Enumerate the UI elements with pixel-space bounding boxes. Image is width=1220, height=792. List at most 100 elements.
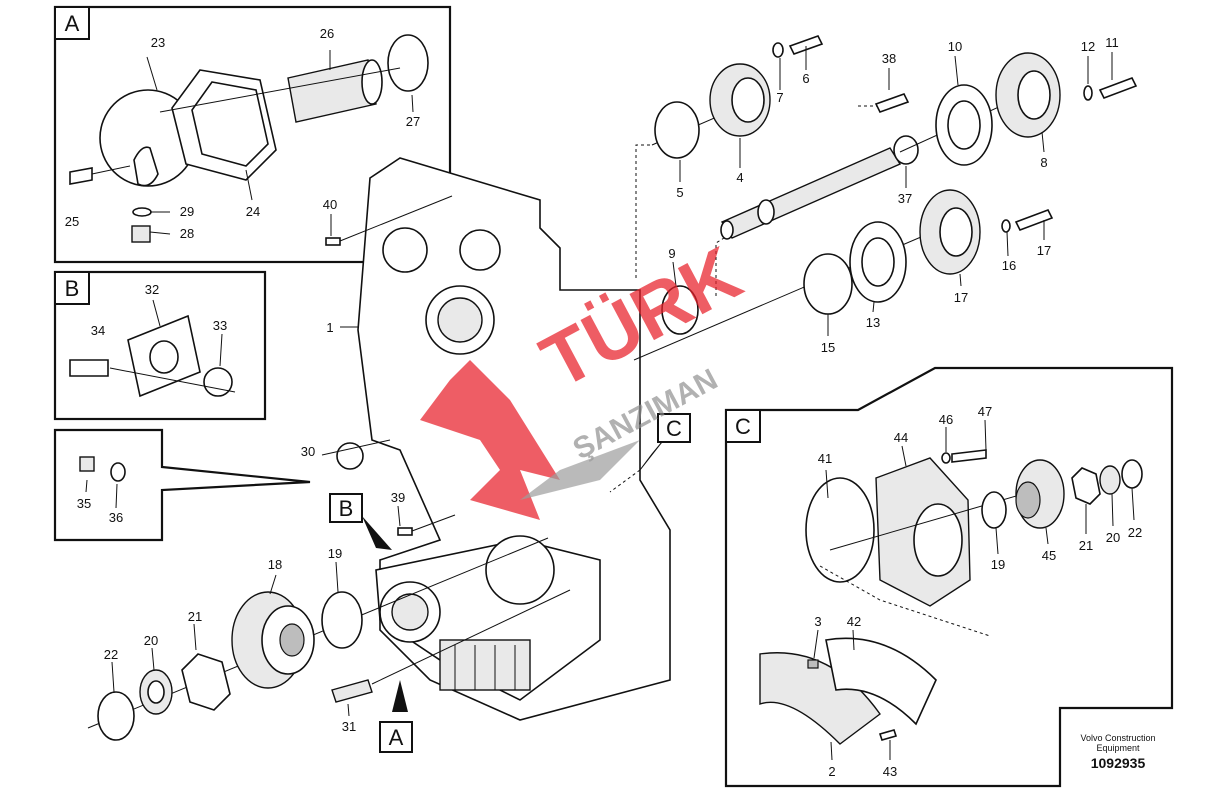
callout-39: 39: [391, 490, 405, 505]
callout-15: 13: [866, 315, 880, 330]
cover-elbow: [133, 146, 159, 187]
pin-39-group: 39 B: [329, 490, 456, 550]
lower-bearing-cover-bore: [939, 207, 973, 257]
guard-screw-3: [807, 659, 819, 669]
pin-40-group: 40: [323, 195, 453, 246]
callout-42: 42: [847, 614, 861, 629]
pointer-a-housing: A: [379, 680, 413, 753]
filter-end: [361, 59, 383, 105]
snap-ring: [97, 691, 135, 741]
cover-screw-6: [788, 35, 824, 55]
upper-dash-link: [635, 144, 652, 278]
callout-46: 46: [939, 412, 953, 427]
pointer-c-dash: [609, 469, 641, 493]
cover-plate-bore: [149, 340, 179, 374]
callout-22-lower: 22: [104, 647, 118, 662]
drain-plug: [131, 225, 151, 243]
callout-22-detail: 22: [1128, 525, 1142, 540]
housing-bore-left: [382, 227, 428, 273]
callout-18: 18: [268, 557, 282, 572]
detail-c-tag-label: C: [735, 414, 751, 439]
callout-6: 6: [802, 71, 809, 86]
lower-bearing-group: 9 15 13 17 16 17: [633, 189, 1054, 361]
pump-nut: [1099, 465, 1121, 495]
pointer-c-arrow: [639, 441, 663, 471]
lower-washer: [1001, 219, 1011, 233]
callout-27: 27: [406, 114, 420, 129]
lower-screw: [1014, 208, 1054, 232]
callout-4: 4: [736, 170, 743, 185]
callout-3: 3: [814, 614, 821, 629]
detail-c-tag: [725, 409, 761, 443]
pump-housing-bore: [913, 503, 963, 577]
sensor-group: 31: [331, 589, 571, 734]
callout-30: 30: [301, 444, 315, 459]
dowel-pin-lower: [397, 527, 413, 536]
pointer-c-tag: [657, 413, 691, 443]
callout-33: 33: [213, 318, 227, 333]
pump-gear-hub: [1015, 481, 1041, 519]
bearing-gasket-upper-inner: [947, 100, 981, 150]
document-number: 1092935: [1091, 755, 1146, 771]
pointer-c-label: C: [666, 416, 682, 441]
upper-screw: [1098, 76, 1138, 100]
flange-nut-bore: [147, 680, 165, 704]
upper-bearing-group: 5 4 7 6: [635, 35, 824, 278]
detail-b-frame: [53, 270, 267, 421]
upper-washer: [1083, 85, 1093, 101]
lower-gasket-inner: [861, 237, 895, 287]
housing-bore-mid: [485, 535, 555, 605]
output-flange-spline: [279, 623, 305, 657]
callout-41: 41: [818, 451, 832, 466]
callout-5: 5: [676, 185, 683, 200]
callout-21-lower: 21: [188, 609, 202, 624]
pointer-b-tag: [329, 493, 363, 523]
plate-bolt: [69, 359, 109, 377]
pointer-a-tag: [379, 721, 413, 753]
cover-disc: [805, 477, 875, 583]
housing-bore-upper-inner: [437, 297, 483, 343]
dowel-pin-upper: [325, 237, 341, 246]
watermark-brand: TÜRK: [528, 231, 754, 405]
output-flange-group: 18 19 21 20 22: [87, 537, 549, 741]
callout-14: 15: [821, 340, 835, 355]
lower-oring: [803, 253, 853, 315]
callout-34: 34: [91, 323, 105, 338]
watermark-mark-shadow: [520, 440, 640, 500]
callout-29: 29: [180, 204, 194, 219]
callout-21-detail: 21: [1079, 538, 1093, 553]
detail-b: B 32 34 33: [53, 270, 267, 421]
shaft-group: 38 37 10 8 12 11: [715, 35, 1138, 296]
breather-washer: [110, 462, 126, 482]
pointer-a-arrow: [392, 680, 408, 712]
bearing-cover-oring: [654, 101, 700, 159]
callout-32: 32: [145, 282, 159, 297]
guard-screw-43: [878, 729, 898, 741]
pump-oring: [981, 491, 1007, 529]
housing-oring: [336, 442, 364, 470]
detail-c-dash: [819, 565, 991, 637]
lock-plate: [181, 653, 231, 711]
shaft-collar: [757, 199, 775, 225]
callout-25: 25: [65, 214, 79, 229]
detail-a-tag: [54, 6, 90, 40]
pump-screw: [951, 449, 987, 463]
callout-44: 44: [894, 430, 908, 445]
callout-1: 1: [326, 320, 333, 335]
detail-a-frame: [53, 5, 452, 264]
callout-24: 24: [246, 204, 260, 219]
shaft-washer: [893, 135, 919, 165]
detail-a: A 23 26 27 25 29 28 24: [53, 5, 452, 264]
shaft-end: [720, 220, 734, 240]
watermark-mark: [420, 360, 560, 520]
speed-sensor: [331, 679, 373, 703]
bearing-cover-bore: [731, 77, 765, 123]
pointer-b-arrow: [362, 516, 392, 550]
callout-17: 16: [1002, 258, 1016, 273]
callout-7: 7: [776, 90, 783, 105]
flange-oring: [321, 591, 363, 649]
filter-oring: [387, 34, 429, 92]
callout-36: 36: [109, 510, 123, 525]
pump-snap-ring: [1121, 459, 1143, 489]
callout-9: 9: [668, 246, 675, 261]
